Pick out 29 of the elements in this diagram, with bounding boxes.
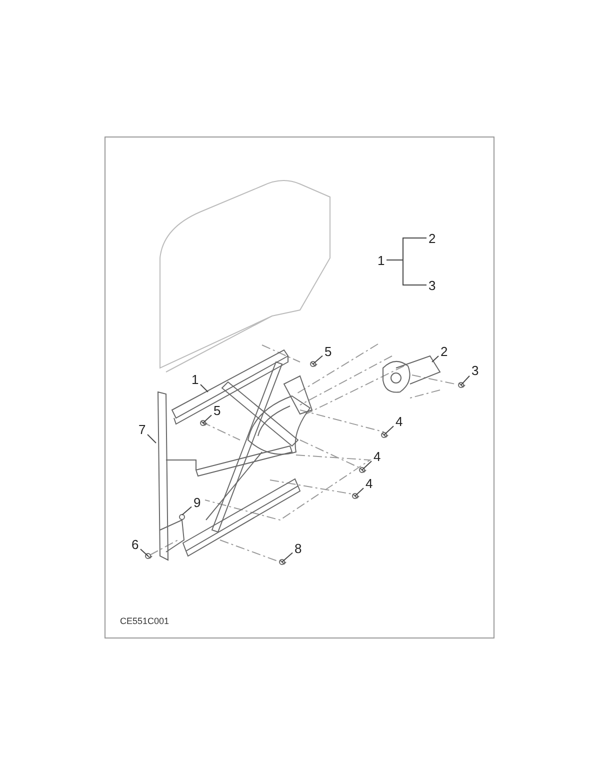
drawing-code: CE551C001 bbox=[120, 616, 170, 626]
leader-line bbox=[354, 488, 364, 496]
callout-number: 4 bbox=[364, 476, 374, 490]
leader-line bbox=[312, 355, 323, 364]
callout-number: 3 bbox=[470, 362, 480, 378]
callout-number: 4 bbox=[394, 414, 404, 428]
callout-number: 4 bbox=[372, 448, 382, 464]
callout-number: 2 bbox=[428, 230, 437, 246]
leader-line bbox=[384, 426, 394, 436]
callout-number: 1 bbox=[376, 252, 386, 268]
leader-line bbox=[140, 548, 148, 556]
callout-number: 2 bbox=[440, 344, 449, 358]
callout-number: 5 bbox=[212, 402, 222, 418]
leader-line bbox=[460, 375, 470, 386]
bracket-line bbox=[386, 260, 427, 286]
leader-line bbox=[202, 414, 212, 424]
leader-line bbox=[362, 460, 372, 470]
callout-number: 5 bbox=[324, 344, 333, 358]
callout-number: 9 bbox=[192, 494, 202, 510]
leader-line bbox=[182, 506, 192, 516]
callout-number: 6 bbox=[130, 536, 140, 552]
leader-line bbox=[432, 356, 439, 362]
leader-line bbox=[282, 552, 293, 562]
callout-number: 3 bbox=[428, 278, 437, 292]
callout-number: 7 bbox=[138, 422, 147, 436]
leader-line bbox=[147, 434, 156, 444]
leader-line bbox=[200, 384, 208, 392]
callout-number: 8 bbox=[294, 540, 303, 556]
callout-number: 1 bbox=[190, 372, 200, 386]
